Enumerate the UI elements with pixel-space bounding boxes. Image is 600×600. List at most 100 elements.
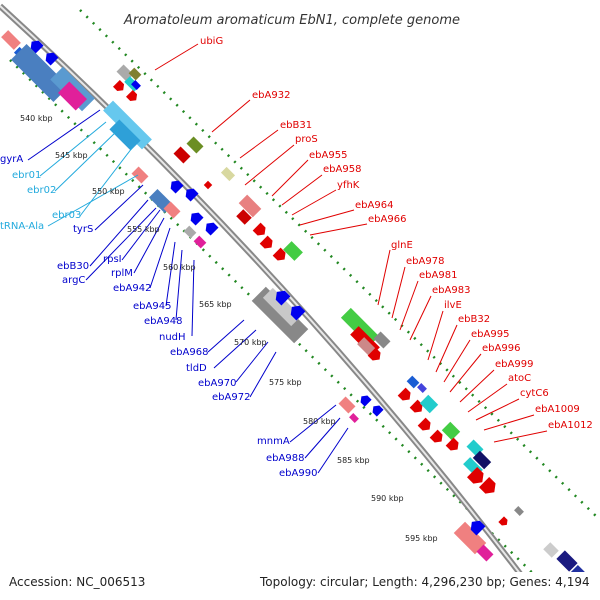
gene-label[interactable]: ebA1009 <box>535 404 580 415</box>
callout-line <box>166 242 175 306</box>
gene-label[interactable]: ebr03 <box>52 210 81 221</box>
gene-label[interactable]: ebr02 <box>27 185 56 196</box>
gene-arrow[interactable] <box>418 418 434 434</box>
gene-block[interactable] <box>187 137 204 154</box>
gene-block[interactable] <box>420 395 438 413</box>
gene-label[interactable]: ebA978 <box>406 256 444 267</box>
callout-line <box>245 145 294 185</box>
gene-arrow[interactable] <box>260 236 276 252</box>
gene-label[interactable]: ebB30 <box>57 261 89 272</box>
gene-label[interactable]: tyrS <box>73 224 93 235</box>
gene-block[interactable] <box>1 30 21 50</box>
gene-label[interactable]: ilvE <box>444 300 462 311</box>
gene-label[interactable]: ebA1012 <box>548 420 593 431</box>
callout-line <box>40 122 106 176</box>
callout-line <box>318 428 348 473</box>
callout-line <box>55 130 118 191</box>
gene-label[interactable]: ebA948 <box>144 316 182 327</box>
gene-block[interactable] <box>184 226 197 239</box>
gene-label[interactable]: ebB31 <box>280 120 312 131</box>
callout-line <box>310 224 367 235</box>
gene-label[interactable]: tRNA-Ala <box>0 221 44 232</box>
callout-line <box>176 250 182 320</box>
gene-label[interactable]: yfhK <box>337 180 360 191</box>
callout-line <box>250 352 276 397</box>
gene-block[interactable] <box>283 241 303 261</box>
gene-label[interactable]: ebA945 <box>133 301 171 312</box>
gene-label[interactable]: ebA942 <box>113 283 151 294</box>
gene-label[interactable]: tldD <box>186 363 207 374</box>
callout-line <box>150 228 170 288</box>
gene-block[interactable] <box>204 181 212 189</box>
gene-label[interactable]: ebA996 <box>482 343 520 354</box>
kbp-tick-label: 550 kbp <box>92 187 125 196</box>
gene-arrow[interactable] <box>430 430 446 446</box>
gene-block[interactable] <box>407 376 420 389</box>
gene-label[interactable]: ebA964 <box>355 200 393 211</box>
gene-label[interactable]: ebA981 <box>419 270 457 281</box>
gene-block[interactable] <box>174 147 191 164</box>
gene-label[interactable]: ebB32 <box>458 314 490 325</box>
callout-line <box>410 296 431 340</box>
gene-label[interactable]: rplM <box>111 268 133 279</box>
kbp-tick-label: 595 kbp <box>405 534 438 543</box>
gene-label[interactable]: gyrA <box>0 154 23 165</box>
gene-block[interactable] <box>339 397 356 414</box>
callout-line <box>292 190 336 215</box>
gene-label[interactable]: ebr01 <box>12 170 41 181</box>
gene-arrow[interactable] <box>126 90 140 104</box>
callout-line <box>400 281 418 330</box>
gene-label[interactable]: cytC6 <box>520 388 549 399</box>
gene-label[interactable]: ebA970 <box>198 378 236 389</box>
gene-block[interactable] <box>442 422 460 440</box>
gene-label[interactable]: rpsI <box>103 254 122 265</box>
gene-label[interactable]: ebA983 <box>432 285 470 296</box>
gene-label[interactable]: ubiG <box>200 36 223 47</box>
gene-block[interactable] <box>514 506 524 516</box>
kbp-tick-label: 565 kbp <box>199 300 232 309</box>
gene-arrow[interactable] <box>398 388 414 404</box>
gene-arrow[interactable] <box>188 210 204 226</box>
gene-label[interactable]: ebA995 <box>471 329 509 340</box>
gene-label[interactable]: ebA968 <box>170 347 208 358</box>
gene-arrow[interactable] <box>203 220 219 236</box>
gene-label[interactable]: ebA932 <box>252 90 290 101</box>
callout-line <box>214 330 256 368</box>
gene-label[interactable]: ebA955 <box>309 150 347 161</box>
gene-label[interactable]: proS <box>295 134 318 145</box>
kbp-tick-label: 540 kbp <box>20 114 53 123</box>
gene-block[interactable] <box>349 413 359 423</box>
gene-label[interactable]: mnmA <box>257 436 290 447</box>
gene-block[interactable] <box>543 542 559 558</box>
callout-line <box>484 415 534 430</box>
callout-line <box>494 431 547 442</box>
gene-block[interactable] <box>417 383 427 393</box>
gene-arrow[interactable] <box>253 223 269 239</box>
callout-line <box>212 100 250 132</box>
gene-arrow[interactable] <box>358 393 372 407</box>
gene-block[interactable] <box>132 167 149 184</box>
gene-block[interactable] <box>556 550 577 571</box>
callout-line <box>300 210 354 225</box>
callout-line <box>236 342 268 382</box>
gene-label[interactable]: nudH <box>159 332 186 343</box>
callout-line <box>428 311 443 360</box>
gene-block[interactable] <box>221 167 235 181</box>
gene-label[interactable]: glnE <box>391 240 413 251</box>
gene-label[interactable]: ebA958 <box>323 164 361 175</box>
gene-block[interactable] <box>194 236 207 249</box>
gene-label[interactable]: ebA999 <box>495 359 533 370</box>
gene-label[interactable]: atoC <box>508 373 531 384</box>
gene-label[interactable]: ebA988 <box>266 453 304 464</box>
kbp-tick-label: 555 kbp <box>127 225 160 234</box>
kbp-tick-label: 560 kbp <box>163 263 196 272</box>
gene-arrow[interactable] <box>498 516 509 527</box>
kbp-tick-label: 585 kbp <box>337 456 370 465</box>
gene-label[interactable]: ebA966 <box>368 214 406 225</box>
gene-label[interactable]: ebA972 <box>212 392 250 403</box>
gene-label[interactable]: argC <box>62 275 85 286</box>
gene-label[interactable]: ebA990 <box>279 468 317 479</box>
gene-arrow[interactable] <box>446 438 462 454</box>
topology-text: Topology: circular; Length: 4,296,230 bp… <box>259 575 590 589</box>
